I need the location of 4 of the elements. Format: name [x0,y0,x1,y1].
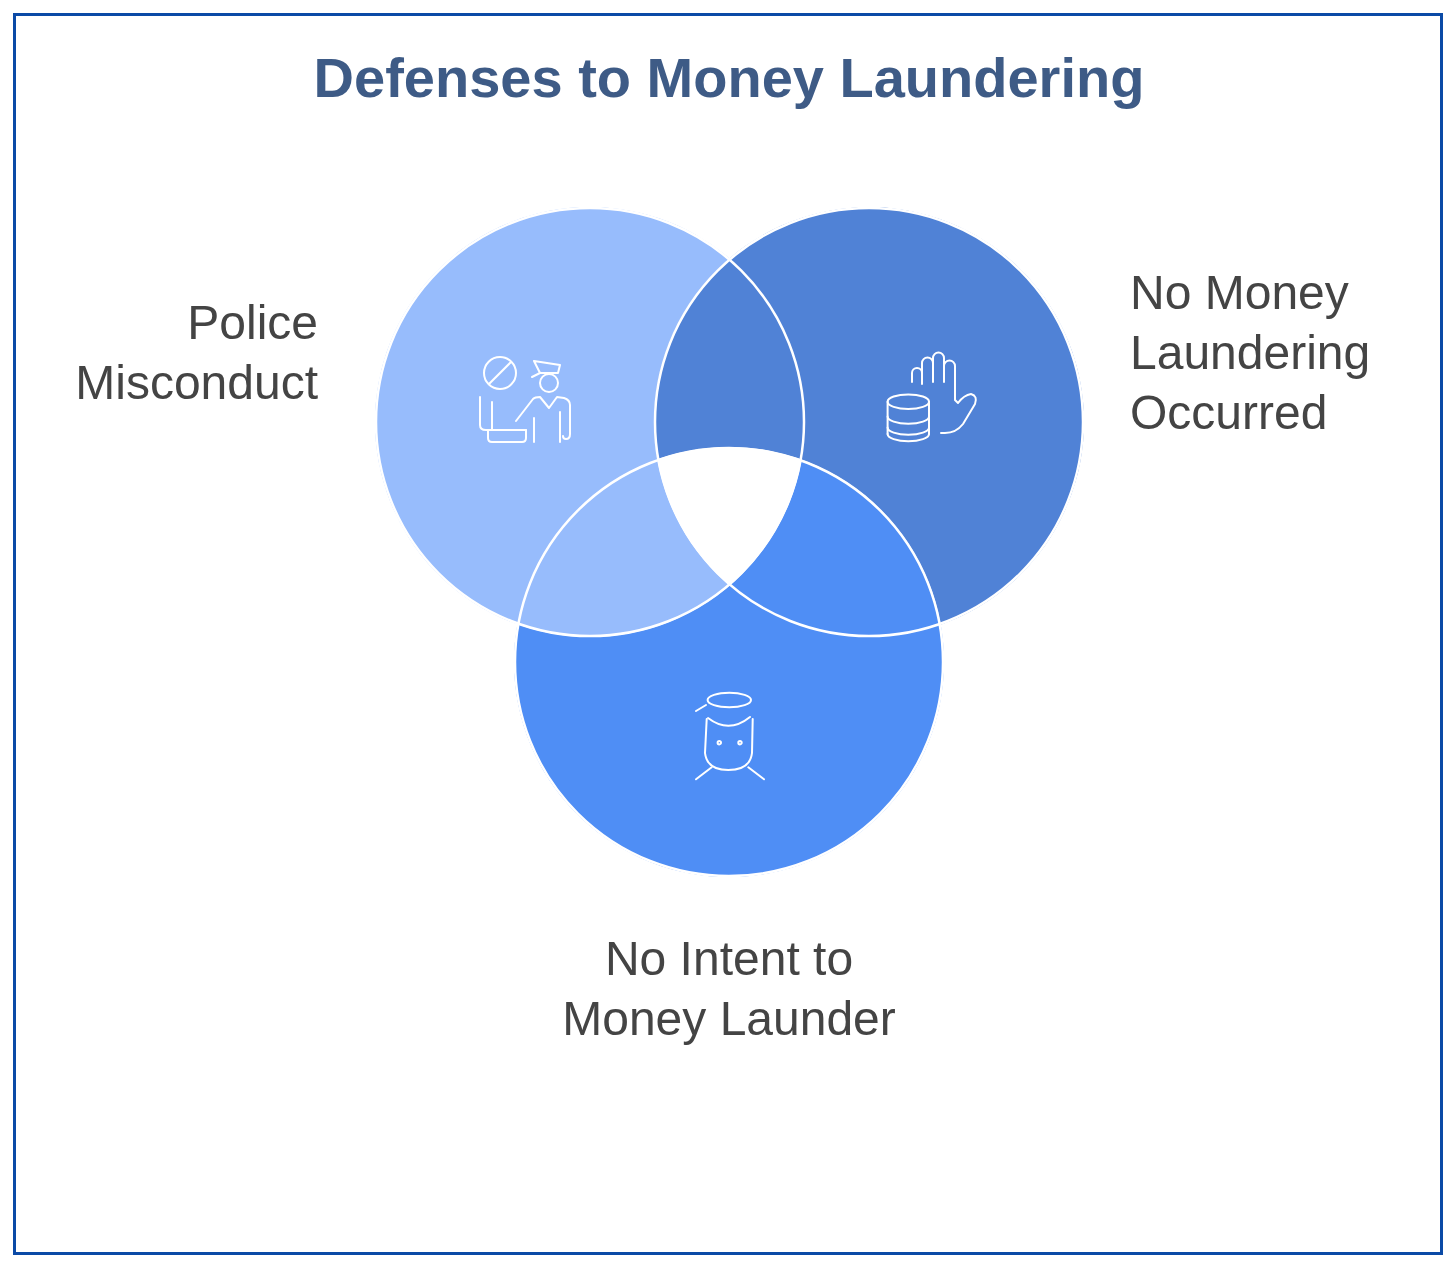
venn-label: Police Misconduct [75,296,318,409]
venn-label: No Intent to Money Launder [562,932,896,1045]
diagram-title: Defenses to Money Laundering [313,45,1145,111]
venn-label: No Money Laundering Occurred [1130,266,1371,439]
